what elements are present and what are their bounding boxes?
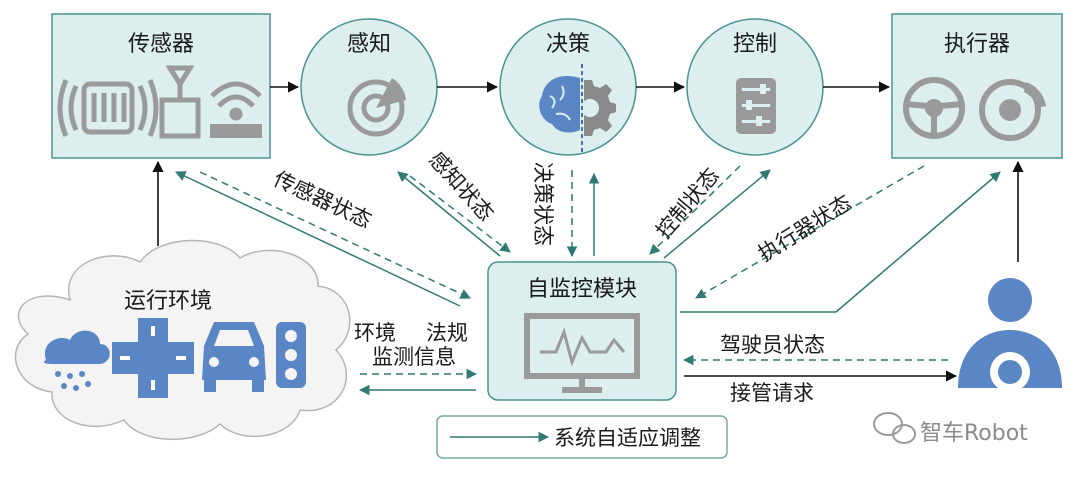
intersection-icon — [112, 318, 194, 398]
monitor-label: 自监控模块 — [527, 277, 637, 302]
legend-label: 系统自适应调整 — [554, 426, 701, 450]
wechat-icon — [873, 412, 916, 444]
arrow-adjust-control — [663, 169, 771, 259]
brain-gear-icon — [539, 64, 616, 152]
radar-scan-icon — [347, 78, 406, 137]
driver-icon — [958, 278, 1062, 392]
arrow-actuator-state — [695, 165, 925, 299]
traffic-light-icon — [276, 322, 306, 388]
perception-label: 感知 — [347, 32, 391, 57]
decision-label: 决策 — [546, 32, 590, 57]
label-driver-state: 驾驶员状态 — [720, 333, 825, 357]
sliders-icon — [736, 78, 776, 134]
steering-wheel-icon — [903, 77, 965, 139]
arrow-sensor-state — [199, 171, 471, 299]
label-actuator-state: 执行器状态 — [754, 190, 856, 266]
lidar-icon — [210, 81, 262, 138]
control-circle: 控制 — [686, 18, 824, 156]
sensor-box: 传感器 — [51, 13, 271, 159]
sensor-label: 传感器 — [128, 32, 194, 57]
arrow-perception-state — [409, 175, 511, 253]
forward-arrows — [152, 81, 1024, 262]
environment-cloud: 运行环境 — [14, 239, 351, 441]
label-takeover: 接管请求 — [730, 381, 814, 405]
brake-disc-icon — [979, 79, 1046, 141]
radar-icon — [57, 79, 159, 137]
legend: 系统自适应调整 — [436, 415, 728, 459]
monitor-box: 自监控模块 — [487, 261, 677, 401]
watermark: 智车Robot — [873, 412, 1028, 446]
actuator-box: 执行器 — [891, 13, 1063, 159]
actuator-label: 执行器 — [944, 32, 1010, 57]
watermark-text: 智车Robot — [920, 421, 1028, 446]
arrow-adjust-perception — [397, 171, 501, 257]
label-decision-state: 决策状态 — [531, 162, 555, 246]
label-perception-state: 感知状态 — [424, 147, 498, 225]
control-label: 控制 — [733, 32, 777, 57]
monitor-screen-icon — [524, 313, 640, 393]
label-control-state: 控制状态 — [651, 163, 723, 243]
rain-cloud-icon — [44, 330, 110, 391]
arrow-control-state — [649, 165, 741, 255]
environment-label: 运行环境 — [124, 289, 212, 314]
arrow-adjust-actuator — [835, 171, 1001, 313]
label-env-line1: 环境 — [354, 321, 396, 345]
state-arrows — [175, 165, 1001, 396]
camera-icon — [159, 65, 201, 139]
label-env-line2: 法规 — [426, 321, 468, 345]
perception-circle: 感知 — [300, 18, 438, 156]
arrow-adjust-sensor — [175, 171, 461, 307]
label-env-line3: 监测信息 — [372, 345, 456, 369]
decision-circle: 决策 — [499, 18, 637, 156]
car-icon — [202, 322, 266, 392]
